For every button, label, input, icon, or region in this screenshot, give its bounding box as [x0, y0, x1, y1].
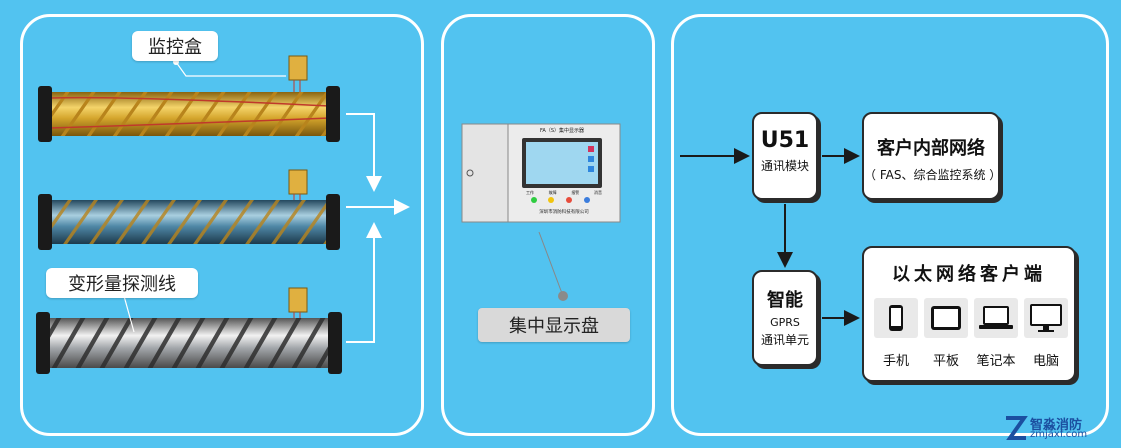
ethernet-title: 以太网络客户端 — [892, 264, 1046, 285]
device-label: 平板 — [932, 354, 959, 369]
device-tablet: 平板 — [924, 298, 968, 369]
u51-subtitle: 通讯模块 — [760, 159, 809, 173]
device-laptop: 笔记本 — [974, 298, 1018, 369]
display-company: 深圳市消防科技有限公司 — [539, 210, 589, 215]
sensor-callout-line — [123, 295, 135, 333]
display-indicator-labels: 工作 故障 报警 消音 — [526, 190, 602, 196]
gprs-line2: 通讯单元 — [760, 333, 809, 347]
display-panel-label: 集中显示盘 — [478, 308, 630, 342]
logo-icon — [1006, 416, 1028, 440]
internal-network-node: 客户内部网络 （ FAS、综合监控系统 ） — [862, 112, 1002, 200]
device-computer: 电脑 — [1024, 298, 1068, 369]
gprs-title: 智能 — [767, 290, 803, 311]
display-panel — [441, 14, 655, 436]
monitor-callout-line — [175, 61, 286, 77]
silver-pipe — [36, 312, 342, 374]
tablet-icon — [931, 306, 961, 330]
gprs-line1: GPRS — [770, 316, 800, 329]
u51-module: U51 通讯模块 — [752, 112, 818, 200]
watermark-url: zmjaxf.com — [1030, 429, 1088, 440]
ethernet-client-node: 以太网络客户端 手机 平板 笔记本 电脑 — [862, 246, 1076, 382]
monitor-box-3 — [288, 287, 308, 318]
indicator-label: 报警 — [571, 190, 580, 195]
display-device — [461, 123, 621, 223]
u51-title: U51 — [760, 128, 810, 153]
monitor-icon — [1030, 304, 1062, 332]
gprs-unit: 智能 GPRS 通讯单元 — [752, 270, 818, 366]
indicator-label: 工作 — [526, 190, 534, 195]
arrow-bottom-to-merge — [346, 222, 382, 343]
internal-network-title: 客户内部网络 — [877, 138, 985, 159]
monitor-box-label: 监控盒 — [132, 31, 218, 61]
indicator-label: 故障 — [548, 190, 557, 195]
internal-network-subtitle: （ FAS、综合监控系统 ） — [864, 168, 1002, 182]
device-label: 电脑 — [1032, 354, 1059, 369]
device-label: 笔记本 — [976, 354, 1016, 369]
blue-pipe — [38, 194, 340, 250]
sensing-panel — [20, 14, 424, 436]
watermark: 智淼消防 zmjaxf.com — [1004, 412, 1114, 444]
display-screen-title: FA（S）集中显示器 — [539, 128, 584, 134]
sensor-line-label: 变形量探测线 — [46, 268, 198, 298]
arrow-top-to-merge — [346, 113, 382, 192]
network-panel — [671, 14, 1109, 436]
gold-pipe — [38, 86, 340, 142]
watermark-name: 智淼消防 — [1030, 418, 1083, 433]
device-label: 手机 — [882, 354, 909, 369]
display-callout-line — [538, 231, 564, 297]
device-phone: 手机 — [874, 298, 918, 369]
indicator-label: 消音 — [593, 190, 602, 195]
monitor-box-2 — [288, 169, 308, 200]
phone-icon — [889, 305, 903, 331]
laptop-icon — [979, 306, 1013, 329]
monitor-box-1 — [288, 55, 308, 92]
